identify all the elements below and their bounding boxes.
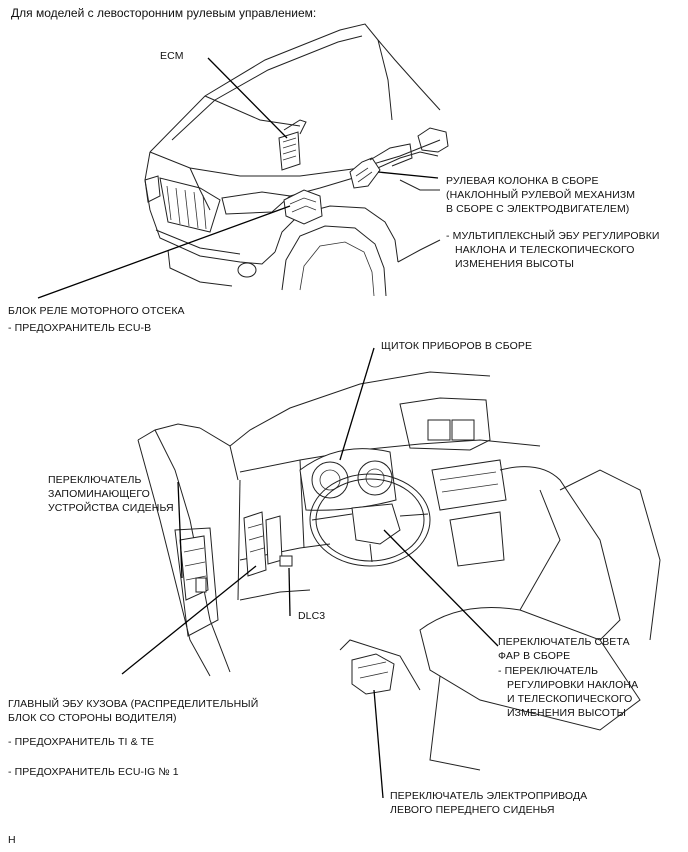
label-headlight-switch-2: ФАР В СБОРЕ <box>498 650 571 662</box>
leader-steering-column <box>377 171 439 179</box>
leader-headlight-switch <box>383 529 499 647</box>
label-steering-column-3: В СБОРЕ С ЭЛЕКТРОДВИГАТЕЛЕМ) <box>446 203 630 215</box>
vehicle-interior-illustration <box>137 371 661 771</box>
label-main-body-ecu-1: ГЛАВНЫЙ ЭБУ КУЗОВА (РАСПРЕДЕЛИТЕЛЬНЫЙ <box>8 698 259 710</box>
corner-mark: H <box>8 834 16 846</box>
label-headlight-switch-1: ПЕРЕКЛЮЧАТЕЛЬ СВЕТА <box>498 636 630 648</box>
label-tilt-tele-switch-4: ИЗМЕНЕНИЯ ВЫСОТЫ <box>507 707 626 719</box>
label-seat-switch-2: ЛЕВОГО ПЕРЕДНЕГО СИДЕНЬЯ <box>390 804 555 816</box>
label-multiplex-ecu-2: НАКЛОНА И ТЕЛЕСКОПИЧЕСКОГО <box>455 244 635 256</box>
label-fuse-ecu-b: - ПРЕДОХРАНИТЕЛЬ ECU-B <box>8 322 152 334</box>
label-ecm: ECM <box>160 50 184 62</box>
label-multiplex-ecu-1: - МУЛЬТИПЛЕКСНЫЙ ЭБУ РЕГУЛИРОВКИ <box>446 230 660 242</box>
label-steering-column-2: (НАКЛОННЫЙ РУЛЕВОЙ МЕХАНИЗМ <box>446 189 636 201</box>
label-tilt-tele-switch-3: И ТЕЛЕСКОПИЧЕСКОГО <box>507 693 633 705</box>
label-multiplex-ecu-3: ИЗМЕНЕНИЯ ВЫСОТЫ <box>455 258 574 270</box>
label-dlc3: DLC3 <box>298 610 326 622</box>
label-steering-column-1: РУЛЕВАЯ КОЛОНКА В СБОРЕ <box>446 175 599 187</box>
leader-dlc3 <box>288 567 291 617</box>
label-seat-memory-switch-1: ПЕРЕКЛЮЧАТЕЛЬ <box>48 474 142 486</box>
label-engine-relay-block: БЛОК РЕЛЕ МОТОРНОГО ОТСЕКА <box>8 305 185 317</box>
label-seat-memory-switch-3: УСТРОЙСТВА СИДЕНЬЯ <box>48 502 174 514</box>
vehicle-exterior-illustration <box>144 23 449 297</box>
label-fuse-ecu-ig: - ПРЕДОХРАНИТЕЛЬ ECU-IG № 1 <box>8 766 179 778</box>
label-fuse-ti-te: - ПРЕДОХРАНИТЕЛЬ TI & TE <box>8 736 155 748</box>
label-seat-switch-1: ПЕРЕКЛЮЧАТЕЛЬ ЭЛЕКТРОПРИВОДА <box>390 790 588 802</box>
leader-combination-meter <box>339 347 375 461</box>
label-main-body-ecu-2: БЛОК СО СТОРОНЫ ВОДИТЕЛЯ) <box>8 712 177 724</box>
label-tilt-tele-switch-2: РЕГУЛИРОВКИ НАКЛОНА <box>507 679 639 691</box>
leader-seat-switch <box>373 689 384 799</box>
page-title: Для моделей с левосторонним рулевым упра… <box>11 6 317 20</box>
label-seat-memory-switch-2: ЗАПОМИНАЮЩЕГО <box>48 488 150 500</box>
leader-main-body-ecu <box>121 565 257 675</box>
leader-seat-memory-switch <box>177 481 183 579</box>
label-combination-meter: ЩИТОК ПРИБОРОВ В СБОРЕ <box>381 340 533 352</box>
label-tilt-tele-switch-1: - ПЕРЕКЛЮЧАТЕЛЬ <box>498 665 599 677</box>
leader-ecm <box>207 57 288 139</box>
leader-engine-relay <box>37 205 291 299</box>
